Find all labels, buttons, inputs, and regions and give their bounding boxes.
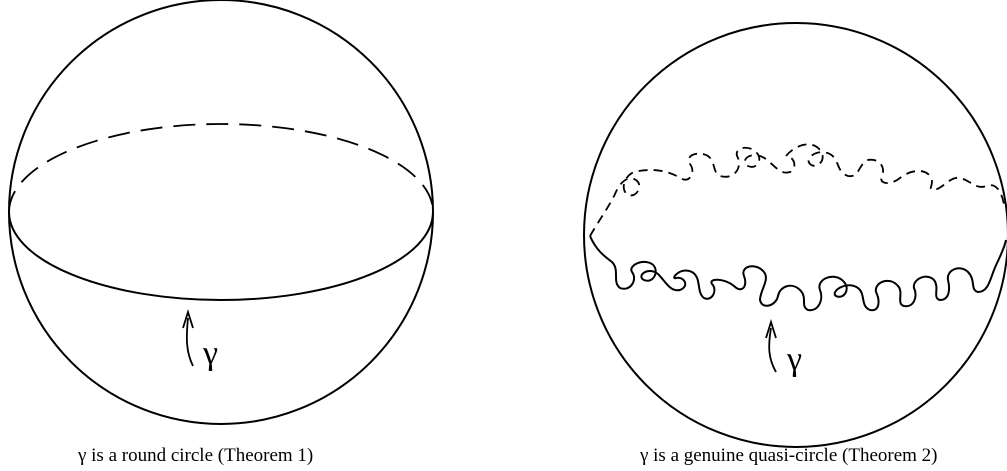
left-sphere: γ xyxy=(8,0,434,425)
right-caption: γ is a genuine quasi-circle (Theorem 2) xyxy=(640,445,938,466)
left-equator-back-dashed xyxy=(8,123,434,213)
right-arrow-icon xyxy=(765,318,777,373)
left-gamma-label: γ xyxy=(202,335,218,372)
left-sphere-outline xyxy=(8,0,434,425)
right-sphere: γ xyxy=(583,22,1007,448)
right-gamma-label: γ xyxy=(786,341,802,378)
right-quasicircle-back-dashed xyxy=(589,143,1005,237)
left-caption: γ is a round circle (Theorem 1) xyxy=(78,445,314,466)
right-sphere-outline xyxy=(583,22,1007,448)
right-quasicircle-front xyxy=(589,235,1007,312)
left-arrow-icon xyxy=(182,308,194,367)
left-equator-front xyxy=(8,211,434,301)
